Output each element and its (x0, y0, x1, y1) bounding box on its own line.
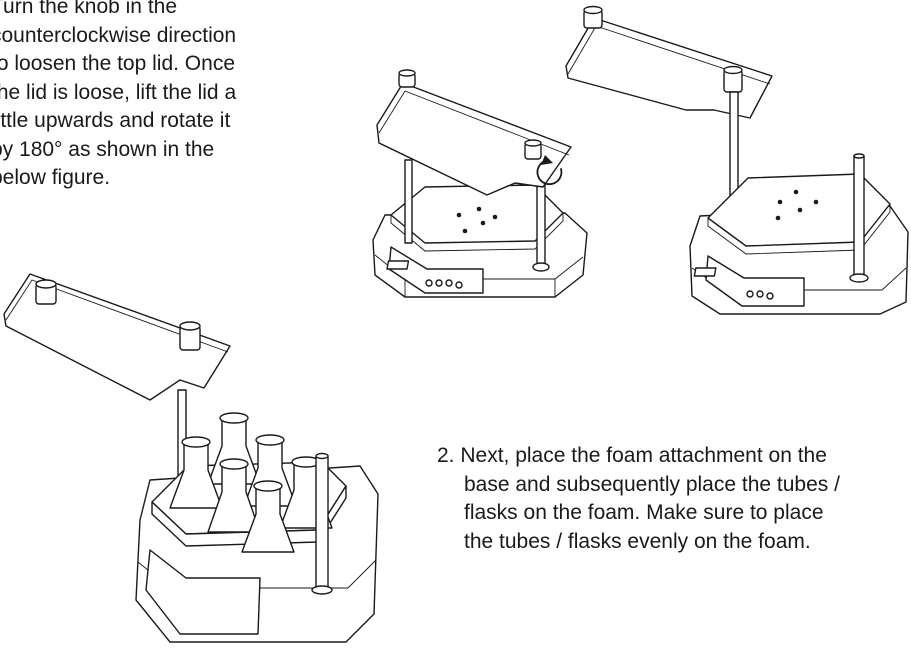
shaker-with-flasks-figure (3, 273, 379, 643)
step2-line: flasks on the foam. Make sure to place (464, 501, 824, 524)
step2-line: the tubes / flasks evenly on the foam. (464, 529, 811, 553)
shaker-lid-loosening-figure (372, 69, 588, 298)
step1-line: below figure. (0, 166, 111, 189)
step2-instruction: 2. Next, place the foam attachment on th… (437, 442, 840, 556)
step1-line: the lid is loose, lift the lid a (0, 80, 237, 104)
step1-instruction: Turn the knob in the counterclockwise di… (0, 0, 236, 193)
step2-line: Next, place the foam attachment on the (460, 444, 827, 467)
step1-line: little upwards and rotate it (0, 109, 231, 132)
step1-line: by 180° as shown in the (0, 137, 215, 161)
step1-line: to loosen the top lid. Once (0, 52, 235, 75)
step2-line: base and subsequently place the tubes / (464, 472, 840, 496)
shaker-lid-rotated-figure (565, 5, 909, 315)
step1-line: counterclockwise direction (0, 23, 237, 47)
counterclockwise-arrow-icon (536, 155, 563, 186)
step2-number: 2. (437, 444, 455, 467)
step1-line: Turn the knob in the (0, 0, 178, 18)
